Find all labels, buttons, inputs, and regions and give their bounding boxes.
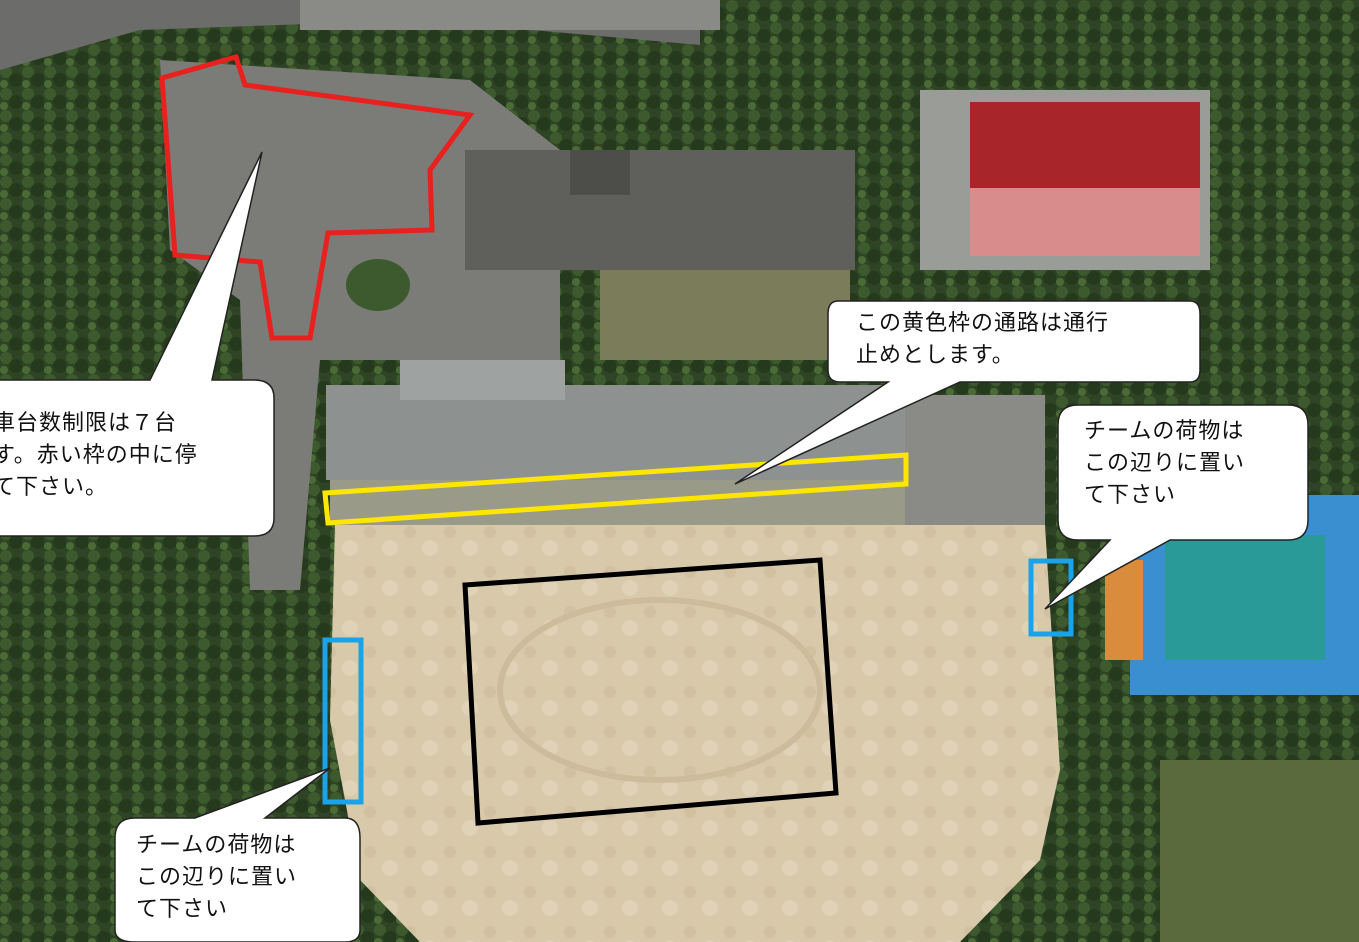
callout-bubble-parking: [0, 151, 275, 537]
gym-roof-red: [970, 102, 1200, 190]
callout-line: です。赤い枠の中に停: [0, 443, 198, 468]
callout-line: 駐車台数制限は７台: [0, 411, 178, 436]
closed-path-outline: [322, 452, 909, 526]
callout-bubble-luggage-right: [1044, 404, 1309, 610]
callout-line: この辺りに置い: [136, 865, 298, 890]
track-marking: [497, 597, 823, 783]
callout-line: 止めとします。: [856, 343, 1015, 368]
callout-line: て下さい: [1084, 483, 1177, 508]
courtyard: [600, 270, 850, 360]
pool-shed: [1105, 560, 1143, 660]
callout-luggage-right-text: チームの荷物は この辺りに置い て下さい: [1084, 416, 1245, 512]
callout-line: めて下さい。: [0, 475, 109, 500]
callout-line: この黄色枠の通路は通行: [856, 311, 1110, 336]
main-building-tower: [400, 360, 565, 400]
callout-line: この辺りに置い: [1084, 451, 1246, 476]
sports-ground: [330, 525, 1060, 942]
luggage-area-left-outline: [322, 637, 364, 805]
garden-plots: [1160, 760, 1359, 942]
callout-bubble-yellow-path: [734, 300, 1201, 485]
callout-yellow-path-text: この黄色枠の通路は通行 止めとします。: [856, 308, 1109, 372]
north-building-roof: [570, 150, 630, 195]
field-outline: [462, 557, 839, 826]
top-houses: [300, 0, 720, 30]
pool-water: [1165, 535, 1325, 660]
main-building: [326, 385, 906, 480]
north-building: [465, 150, 855, 270]
east-paved-area: [905, 395, 1045, 525]
callout-parking-text: 駐車台数制限は７台 です。赤い枠の中に停 めて下さい。: [0, 408, 198, 504]
gym-roof-pink: [970, 188, 1200, 256]
luggage-area-right-outline: [1028, 558, 1074, 637]
planter: [346, 259, 410, 311]
callout-line: チームの荷物は: [136, 833, 297, 858]
callout-luggage-left-text: チームの荷物は この辺りに置い て下さい: [136, 830, 297, 926]
callout-line: チームの荷物は: [1084, 419, 1245, 444]
parking-area-outline: [159, 53, 475, 341]
callout-line: て下さい: [136, 897, 229, 922]
